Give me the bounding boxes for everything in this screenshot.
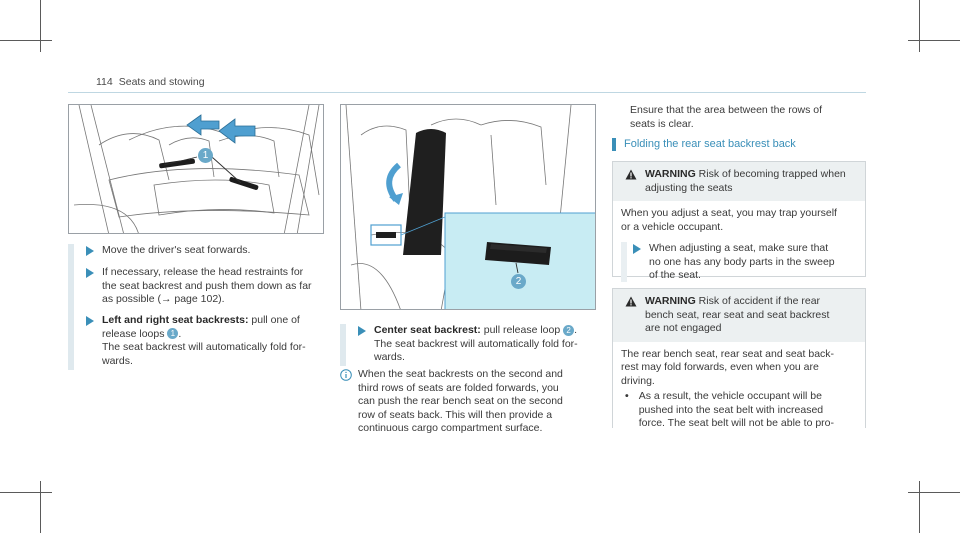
warning-body-text: driving. xyxy=(621,374,655,387)
crop-mark xyxy=(40,0,41,52)
warning-icon xyxy=(625,169,637,180)
bullet-icon: • xyxy=(625,390,629,402)
intro-text: Ensure that the area between the rows of… xyxy=(630,104,866,131)
warning-body-text: The rear bench seat, rear seat and seat … xyxy=(621,347,835,360)
crop-mark xyxy=(908,492,960,493)
info-text: can push the rear bench seat on the seco… xyxy=(358,395,563,407)
warning-step-text: of the seat. xyxy=(649,269,701,281)
info-text: continuous cargo compartment surface. xyxy=(358,422,543,434)
warning-body-text: rest may fold forwards, even when you ar… xyxy=(621,361,819,373)
info-text: third rows of seats are folded forwards,… xyxy=(358,381,559,394)
warning-body-text: or a vehicle occupant. xyxy=(621,220,724,233)
info-icon xyxy=(340,369,352,381)
step-text: wards. xyxy=(102,354,133,367)
warning-text: Risk of accident if the rear xyxy=(695,295,821,307)
bullet-text: pushed into the seat belt with increased xyxy=(638,403,824,416)
crop-mark xyxy=(0,492,52,493)
intro-line: Ensure that the area between the rows of xyxy=(630,104,823,116)
rear-seat-illustration-1: 1 xyxy=(68,104,324,234)
crop-mark xyxy=(919,0,920,52)
step-bar xyxy=(340,324,346,366)
crop-mark xyxy=(40,481,41,533)
step-arrow-icon xyxy=(86,246,94,256)
warning-text: bench seat, rear seat and seat backrest xyxy=(645,308,830,321)
step-text: If necessary, release the head restraint… xyxy=(102,266,304,278)
step-label: Center seat backrest: xyxy=(374,324,481,336)
warning-box-accident: WARNING Risk of accident if the rear ben… xyxy=(612,288,866,429)
info-text: When the seat backrests on the second an… xyxy=(358,368,563,380)
callout-2: 2 xyxy=(511,274,526,289)
step-arrow-icon xyxy=(358,326,366,336)
intro-line: seats is clear. xyxy=(630,117,694,130)
step-text: . xyxy=(178,327,182,340)
step-arrow-icon xyxy=(86,268,94,278)
warning-body-text: When you adjust a seat, you may trap you… xyxy=(621,207,837,219)
crop-mark xyxy=(919,481,920,533)
rear-seat-illustration-2: 2 xyxy=(340,104,596,310)
info-text: row of seats back. This will then provid… xyxy=(358,408,553,421)
header-rule xyxy=(68,92,866,93)
step-arrow-icon xyxy=(633,244,641,254)
step-text: pull one of xyxy=(248,314,300,326)
step-text: The seat backrest will automatically fol… xyxy=(374,337,578,350)
warning-header: WARNING Risk of accident if the rear ben… xyxy=(613,289,865,342)
step-text: release loops xyxy=(102,327,165,340)
chapter-title: Seats and stowing xyxy=(118,76,205,88)
callout-badge: 1 xyxy=(167,328,179,340)
callout-badge: 2 xyxy=(563,324,575,336)
step-text: wards. xyxy=(374,351,405,363)
warning-box-trapped: WARNING Risk of becoming trapped when ad… xyxy=(612,161,866,282)
step-head-restraints: If necessary, release the head restraint… xyxy=(86,266,326,307)
warning-icon xyxy=(625,296,637,307)
warning-label: WARNING xyxy=(645,168,696,180)
step-arrow-icon xyxy=(86,316,94,326)
warning-text: are not engaged xyxy=(645,322,722,334)
callout-1: 1 xyxy=(198,148,213,163)
step-text: the seat backrest and push them down as … xyxy=(102,279,312,292)
warning-text: adjusting the seats xyxy=(645,181,733,194)
step-pull-loops: Left and right seat backrests: pull one … xyxy=(86,314,326,368)
warning-text: Risk of becoming trapped when xyxy=(695,168,846,180)
step-text: pull release loop xyxy=(480,324,561,336)
section-title: Folding the rear seat backrest back xyxy=(624,138,796,150)
page-header: 114 Seats and stowing xyxy=(96,76,205,90)
page-reference-link[interactable]: as possible (→ page 102). xyxy=(102,293,225,305)
heading-bar xyxy=(612,138,616,152)
bullet-text: force. The seat belt will not be able to… xyxy=(638,417,835,429)
warning-body: The rear bench seat, rear seat and seat … xyxy=(613,342,865,437)
step-label: Left and right seat backrests: xyxy=(102,314,249,326)
info-note: When the seat backrests on the second an… xyxy=(340,368,596,436)
step-bar xyxy=(68,244,74,370)
step-text: Move the driver's seat forwards. xyxy=(102,244,251,256)
warning-step-text: no one has any body parts in the sweep xyxy=(649,255,835,268)
section-heading: Folding the rear seat backrest back xyxy=(612,138,796,152)
warning-step-text: When adjusting a seat, make sure that xyxy=(649,242,829,254)
warning-body: When you adjust a seat, you may trap you… xyxy=(613,201,865,289)
crop-mark xyxy=(908,40,960,41)
step-center-backrest: Center seat backrest: pull release loop … xyxy=(358,324,598,365)
step-move-seat: Move the driver's seat forwards. xyxy=(86,244,326,258)
seat-line-drawing xyxy=(73,105,320,233)
warning-header: WARNING Risk of becoming trapped when ad… xyxy=(613,162,865,201)
seat-line-drawing xyxy=(345,105,595,309)
step-text: The seat backrest will automatically fol… xyxy=(102,341,306,353)
bullet-text: As a result, the vehicle occupant will b… xyxy=(638,390,822,402)
step-text: . xyxy=(574,324,578,336)
warning-label: WARNING xyxy=(645,295,696,307)
crop-mark xyxy=(0,40,52,41)
page-number: 114 xyxy=(96,76,113,88)
